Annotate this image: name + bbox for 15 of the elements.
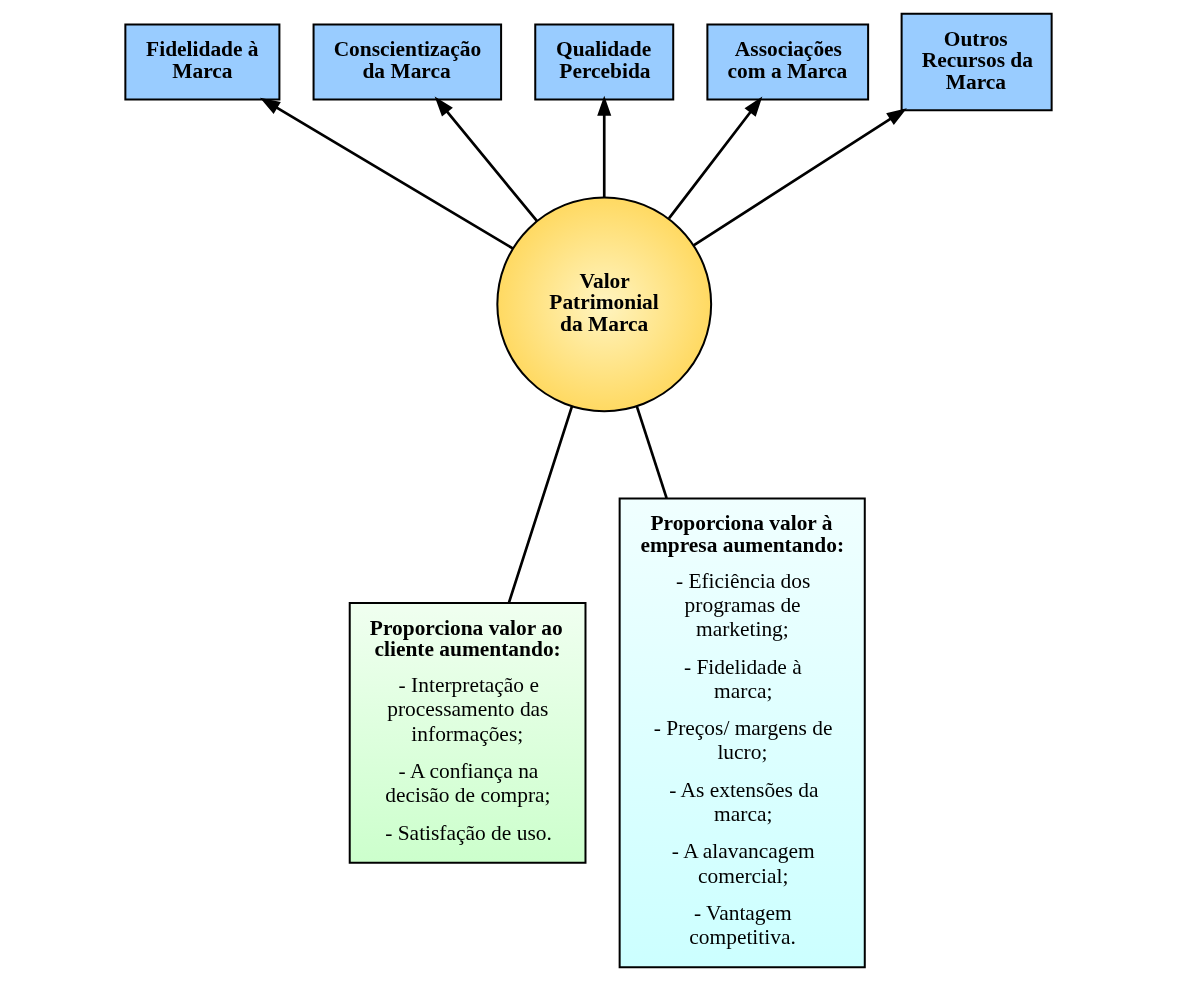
node-box: Conscientização da Marca [312,23,503,101]
arrow [692,108,907,247]
connector [635,406,668,499]
node-box: Fidelidade à Marca [124,23,281,101]
node-circle: Valor Patrimonial da Marca [496,196,713,413]
node-box: Associações com a Marca [706,23,870,101]
node-box: Outros Recursos da Marca [900,12,1053,112]
node-box: Qualidade Percebida [534,23,675,101]
node-box: Proporciona valor ao cliente aumentando: - Interpretação e processamento das informações; - A confiança na decisão de compra; - Satisfação de uso. [348,601,587,864]
arrow [434,96,538,222]
arrow [597,95,612,198]
arrow [259,97,514,250]
connector [507,406,574,603]
node-box: Proporciona valor à empresa aumentando: - Eficiência dos programas de marketing; - Fidelidade à marca; - Preços/ margens de lucro; - As extensões da marca; - A alavancagem comercial; - Vantagem competitiva. [618,497,866,969]
arrow [667,96,763,220]
